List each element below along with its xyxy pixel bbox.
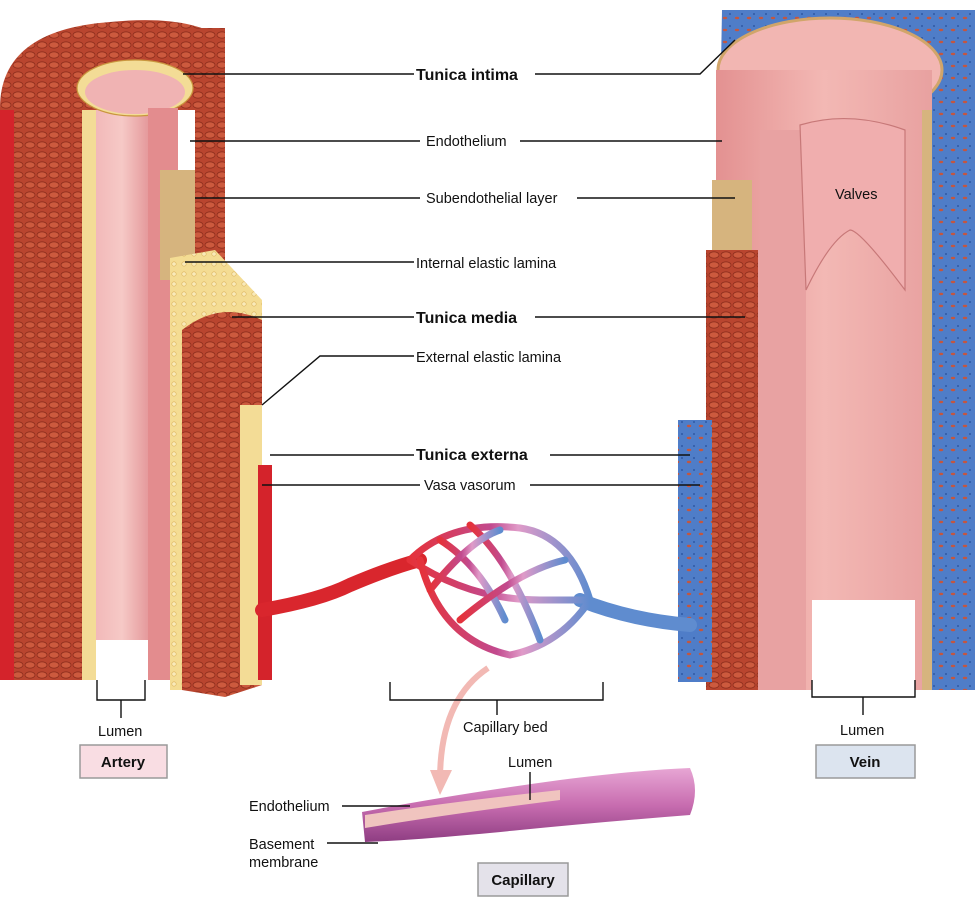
label-internal-elastic-lamina: Internal elastic lamina: [416, 256, 557, 272]
bracket-capillary-bed: [389, 682, 604, 715]
artery-tag: Artery: [79, 744, 168, 779]
vein-tunica-media: [706, 250, 758, 690]
capillary-branch: [406, 523, 594, 604]
capillary-tag: Capillary: [477, 862, 569, 897]
venule: [573, 593, 697, 632]
label-valves: Valves: [835, 187, 877, 203]
label-tunica-intima: Tunica intima: [416, 67, 518, 84]
label-vasa-vasorum: Vasa vasorum: [424, 478, 516, 494]
artery-lumen-wall: [96, 82, 148, 680]
vein-endothelium-face: [760, 130, 806, 690]
zoom-arrow: [437, 665, 490, 781]
label-endothelium: Endothelium: [426, 134, 507, 150]
arteriole: [255, 553, 427, 617]
artery-illustration: [0, 20, 272, 697]
bracket-vein-lumen: [811, 680, 916, 715]
artery-internal-elastic: [82, 108, 98, 680]
capillary-branch: [426, 526, 504, 594]
leader-lines: [96, 39, 916, 844]
vein-tunica-externa: [678, 420, 712, 682]
vein-tag: Vein: [815, 744, 916, 779]
capillary-branch: [456, 556, 569, 624]
bracket-artery-lumen: [96, 680, 146, 718]
label-tunica-externa: Tunica externa: [416, 447, 528, 464]
artery-tunica-media: [14, 110, 84, 680]
vein-right-tan: [922, 110, 932, 690]
label-basement-membrane-2: membrane: [249, 855, 318, 871]
artery-top-lumen: [85, 70, 185, 114]
label-capillary-bed: Capillary bed: [463, 720, 548, 736]
leader-tunica-intima-right: [535, 39, 736, 75]
vein-valves: [799, 117, 906, 292]
label-external-elastic-lamina: External elastic lamina: [416, 350, 562, 366]
artery-tag-text: Artery: [101, 754, 146, 771]
vein-right-wall: [930, 110, 975, 690]
label-basement-membrane-1: Basement: [249, 837, 314, 853]
capillary-branch: [466, 521, 544, 644]
capillary-tube: [362, 768, 695, 842]
label-capillary-lumen: Lumen: [508, 755, 552, 771]
capillary-tag-text: Capillary: [491, 872, 555, 889]
capillary-branch: [436, 536, 509, 624]
artery-bottom-cut: [96, 640, 148, 680]
vein-illustration: [678, 10, 975, 690]
leader-external-elastic: [261, 355, 414, 406]
artery-externa-step: [240, 405, 262, 685]
label-tunica-media: Tunica media: [416, 310, 517, 327]
vein-bottom-cut: [812, 600, 915, 690]
label-vein-lumen: Lumen: [840, 723, 884, 739]
artery-externa-red: [258, 465, 272, 680]
artery-outer-edge: [0, 108, 16, 680]
artery-media-right: [195, 28, 225, 278]
label-artery-lumen: Lumen: [98, 724, 142, 740]
vein-tag-text: Vein: [850, 754, 881, 771]
zoom-arrowhead: [430, 770, 452, 795]
capillary-cut-wall: [365, 790, 560, 828]
label-subendothelial-layer: Subendothelial layer: [426, 191, 558, 207]
capillary-branch: [416, 556, 594, 659]
capillary-bed-illustration: [255, 521, 697, 842]
label-capillary-endothelium: Endothelium: [249, 799, 330, 815]
